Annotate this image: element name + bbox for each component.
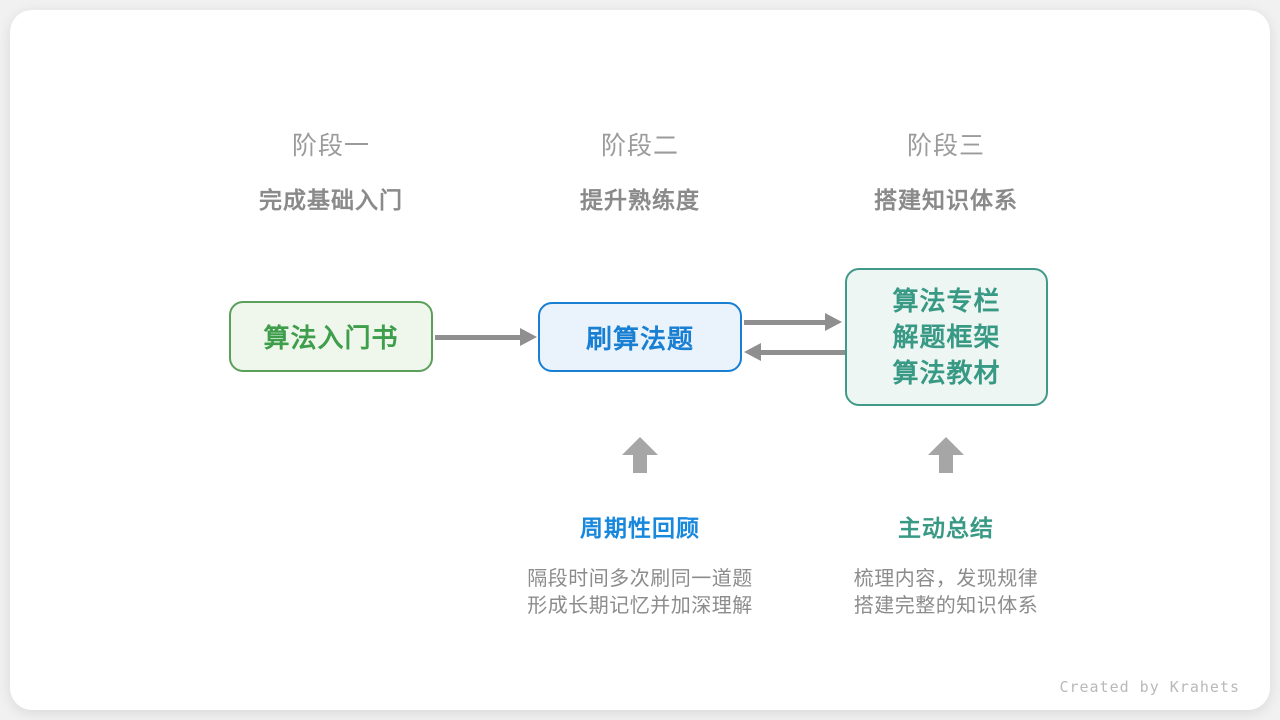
annotation-periodic-review: 周期性回顾 隔段时间多次刷同一道题 形成长期记忆并加深理解 (490, 509, 790, 620)
arrow-intro-to-practice (435, 335, 522, 340)
up-arrow-icon (622, 437, 658, 473)
annotation-active-summary: 主动总结 梳理内容，发现规律 搭建完整的知识体系 (796, 509, 1096, 620)
node-label: 刷算法题 (585, 323, 694, 354)
arrow-resources-to-practice (759, 350, 845, 355)
node-label: 解题框架 (892, 322, 1001, 352)
stage-3-label: 阶段三 (906, 132, 985, 160)
node-practice-problems: 刷算法题 (538, 302, 742, 372)
annotation-body: 梳理内容，发现规律 搭建完整的知识体系 (796, 566, 1096, 620)
stage-3-header: 阶段三 搭建知识体系 (836, 126, 1056, 215)
annotation-line: 梳理内容，发现规律 (853, 568, 1039, 590)
annotation-title: 周期性回顾 (580, 515, 700, 541)
up-arrow-icon (928, 437, 964, 473)
up-arrow-head (622, 437, 658, 455)
arrow-practice-to-resources (744, 320, 827, 325)
up-arrow-stem (939, 455, 953, 473)
stage-2-label: 阶段二 (600, 132, 679, 160)
annotation-body: 隔段时间多次刷同一道题 形成长期记忆并加深理解 (490, 566, 790, 620)
annotation-line: 搭建完整的知识体系 (853, 595, 1039, 617)
arrow-left-head-icon (744, 343, 761, 361)
arrow-right-head-icon (825, 313, 842, 331)
stage-2-header: 阶段二 提升熟练度 (530, 126, 750, 215)
stage-1-subtitle: 完成基础入门 (259, 187, 403, 213)
arrow-right-head-icon (520, 328, 537, 346)
stage-1-label: 阶段一 (291, 132, 370, 160)
stage-1-header: 阶段一 完成基础入门 (221, 126, 441, 215)
node-algorithm-intro-book: 算法入门书 (229, 301, 433, 372)
up-arrow-head (928, 437, 964, 455)
stage-2-subtitle: 提升熟练度 (580, 187, 700, 213)
node-knowledge-resources: 算法专栏 解题框架 算法教材 (845, 268, 1048, 406)
node-label: 算法专栏 (892, 286, 1001, 316)
credit-text: Created by Krahets (1059, 678, 1240, 696)
annotation-title: 主动总结 (898, 515, 994, 541)
node-label: 算法入门书 (263, 323, 399, 353)
annotation-line: 隔段时间多次刷同一道题 (527, 568, 753, 590)
node-label: 算法教材 (892, 358, 1001, 388)
up-arrow-stem (633, 455, 647, 473)
stage-3-subtitle: 搭建知识体系 (874, 187, 1018, 213)
annotation-line: 形成长期记忆并加深理解 (527, 595, 753, 617)
